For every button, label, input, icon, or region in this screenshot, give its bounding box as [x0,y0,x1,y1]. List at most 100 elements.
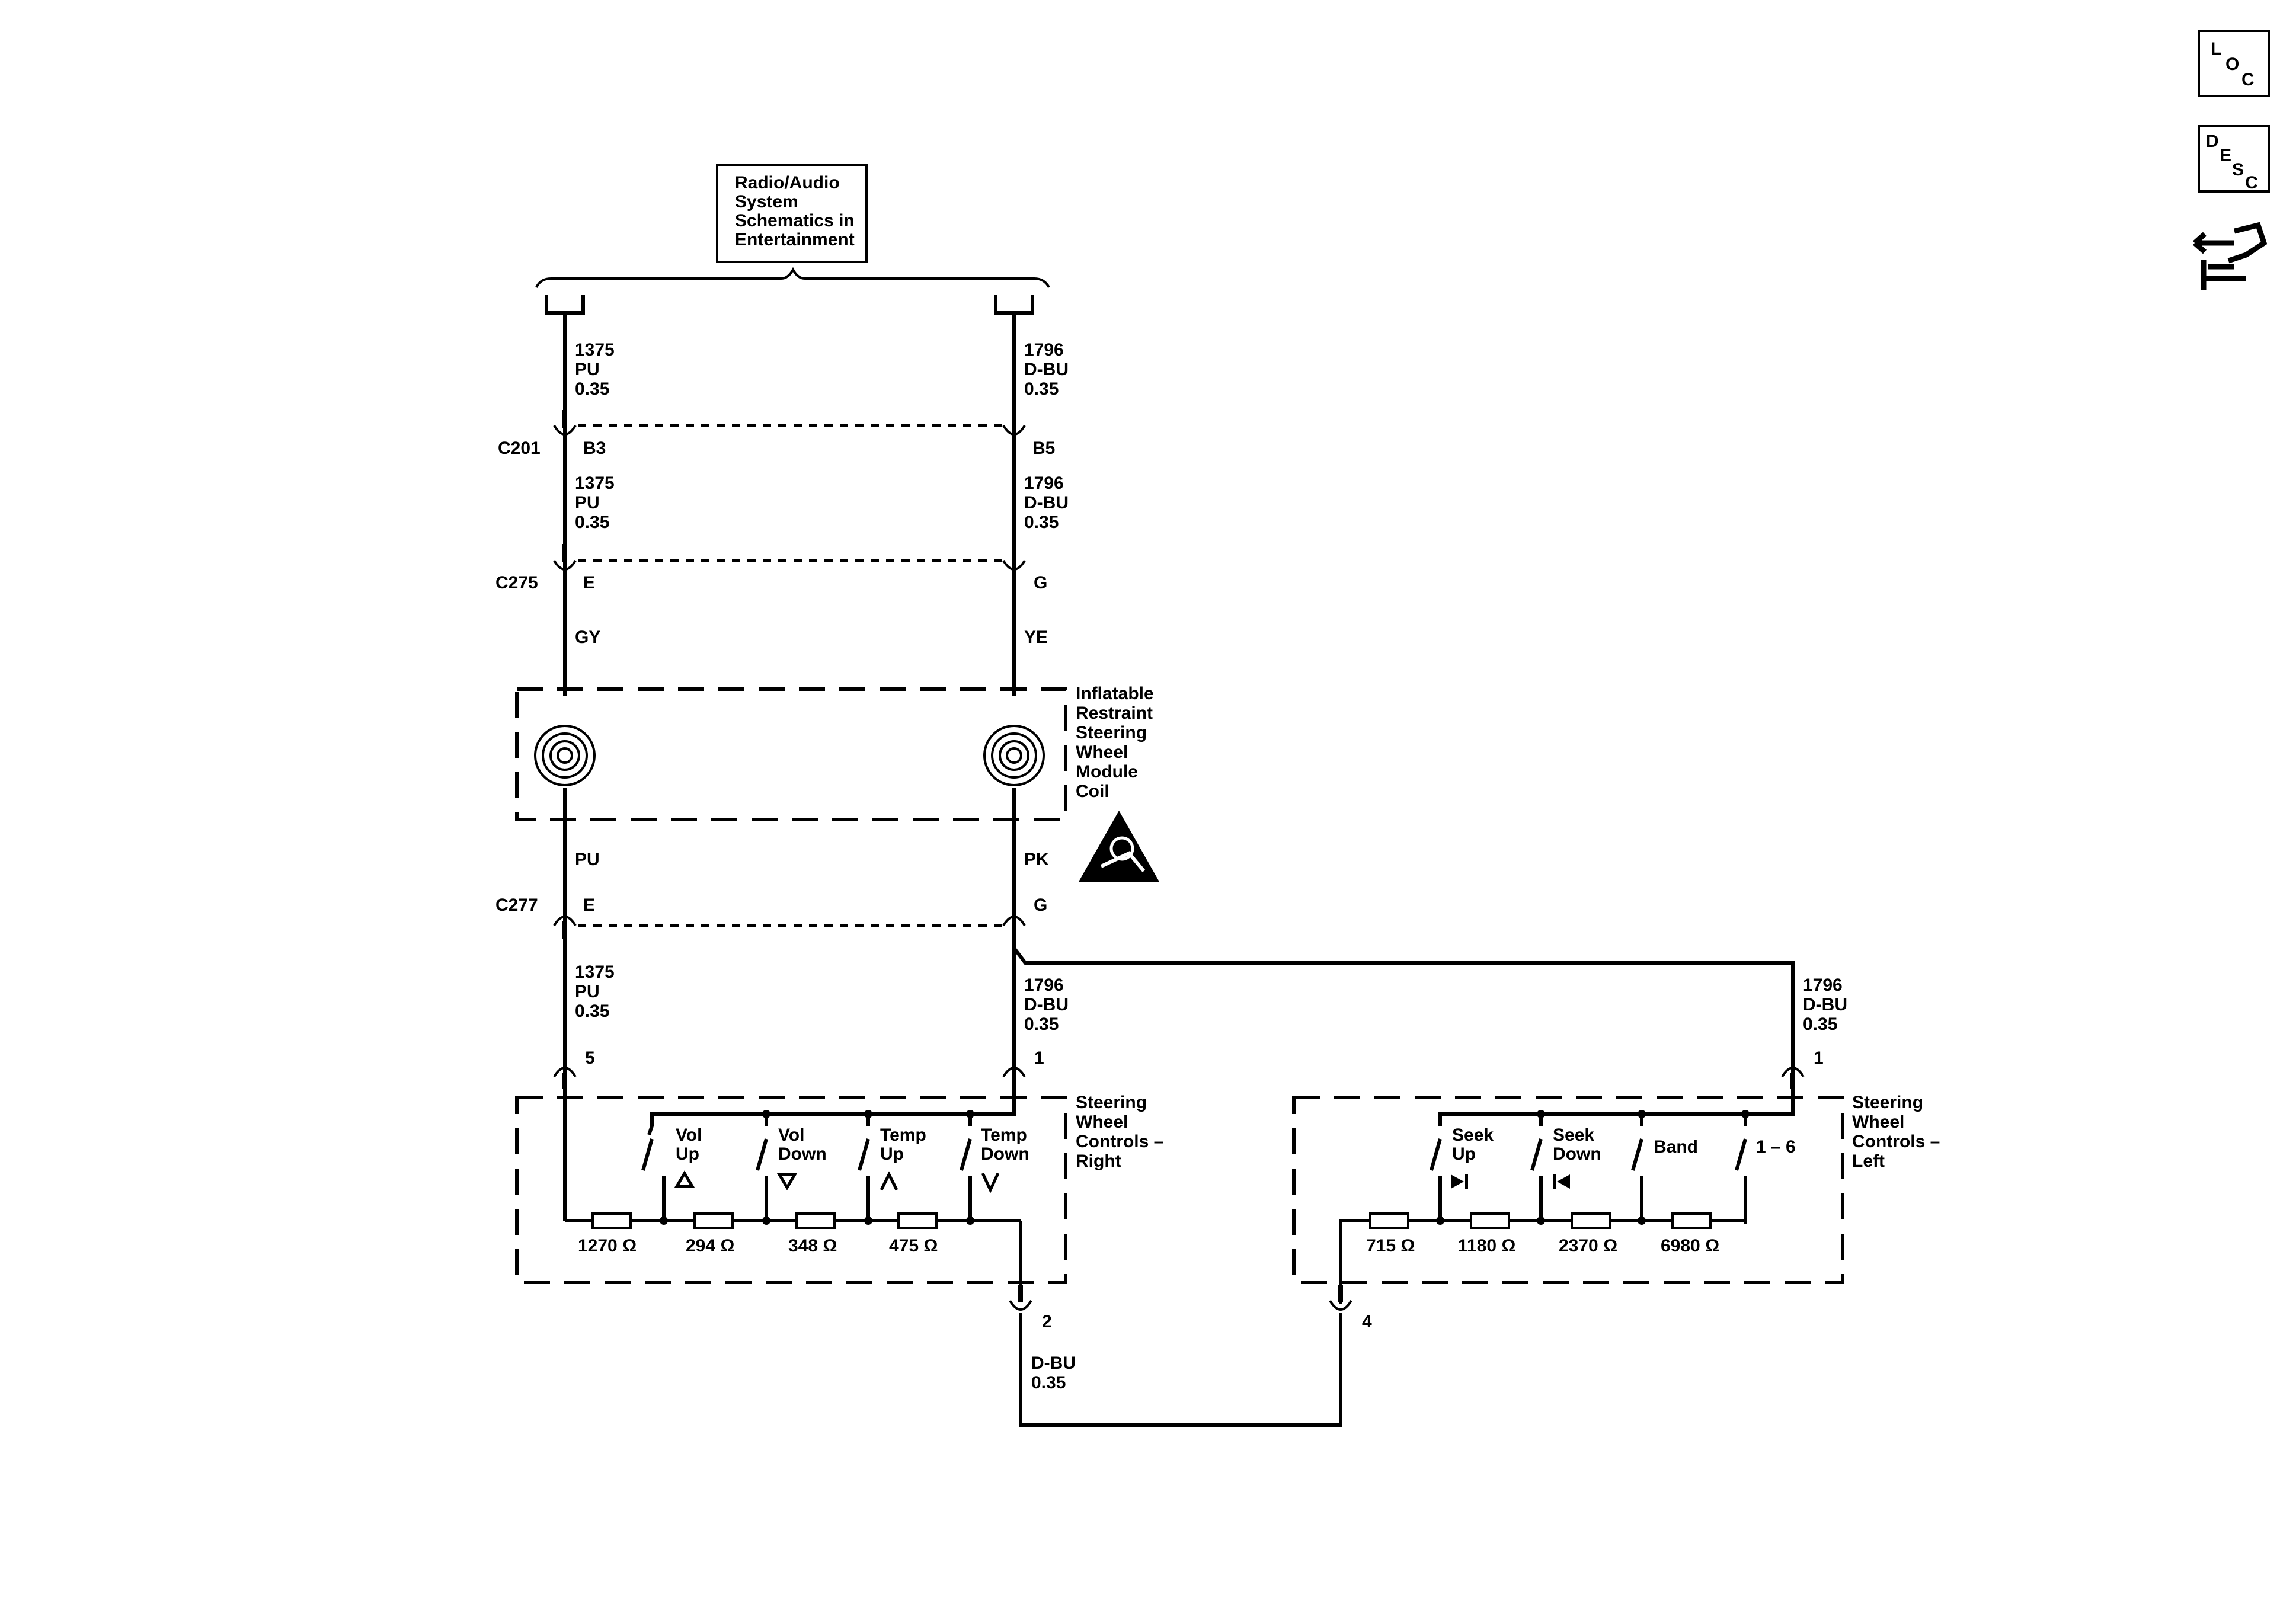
reference-box[interactable]: Radio/Audio System Schematics in Enterta… [716,164,868,263]
right-controls-title: Steering Wheel Controls – Right [1076,1093,1163,1171]
switch-vol-up[interactable]: Vol Up [674,1125,702,1188]
pin-label: 5 [585,1048,595,1068]
chevron-up-icon [880,1171,898,1191]
steering-wheel-controls-left: Steering Wheel Controls – Left [1292,1089,1940,1304]
svg-text:Vol: Vol [778,1125,804,1145]
svg-text:Controls –: Controls – [1076,1132,1163,1151]
resistor-label: 6980 Ω [1661,1236,1719,1256]
connector-c201[interactable]: C201 B3 B5 [498,410,1055,458]
switch-vol-down[interactable]: Vol Down [776,1125,827,1190]
svg-text:Up: Up [880,1144,904,1164]
pin-label: 1 [1814,1048,1824,1068]
switch-seek-down[interactable]: Seek Down [1553,1125,1601,1189]
switch-temp-down[interactable]: Temp Down [981,1125,1029,1193]
right-seg3-label: 1796 D-BU 0.35 [1024,975,1069,1034]
desc-button[interactable]: D E S C [2198,125,2270,193]
loc-letter: O [2225,55,2239,74]
svg-text:Wheel: Wheel [1076,1112,1128,1132]
resistor-label: 1270 Ω [578,1236,637,1256]
svg-text:1796: 1796 [1803,975,1843,995]
svg-text:1796: 1796 [1024,975,1064,995]
svg-text:Band: Band [1654,1137,1698,1157]
svg-text:PU: PU [575,982,600,1001]
chevron-down-icon [981,1172,1000,1193]
pin-label: B5 [1032,438,1055,458]
svg-text:D-BU: D-BU [1024,493,1069,513]
svg-text:1375: 1375 [575,473,615,493]
desc-letter: D [2206,132,2219,151]
svg-text:Controls –: Controls – [1852,1132,1940,1151]
left-color-label: PU [575,850,600,869]
triangle-up-icon [674,1170,695,1188]
resistor-label: 2370 Ω [1559,1236,1617,1256]
switch-presets[interactable]: 1 – 6 [1756,1137,1796,1157]
svg-text:Inflatable: Inflatable [1076,684,1154,703]
switch-temp-up[interactable]: Temp Up [880,1125,926,1191]
switch-band[interactable]: Band [1654,1137,1698,1157]
pin-label: 4 [1362,1312,1372,1331]
signal-return-wire [1019,1313,1342,1427]
svg-text:0.35: 0.35 [575,1001,609,1021]
left-seg3-label: 1375 PU 0.35 [575,962,615,1021]
harness-pin-right [994,295,1034,315]
reference-line: System [735,192,798,212]
pin-label: G [1034,895,1047,915]
coil-module-title: Inflatable Restraint Steering Wheel Modu… [1076,684,1154,801]
svg-text:1 – 6: 1 – 6 [1756,1137,1796,1157]
svg-text:PU: PU [575,360,600,379]
svg-text:Right: Right [1076,1151,1121,1171]
pin-5[interactable]: 5 [553,1048,595,1089]
svg-text:PU: PU [575,493,600,513]
connector-name: C275 [495,573,538,593]
resistor-label: 1180 Ω [1458,1236,1515,1256]
loc-letter: C [2241,70,2255,89]
pin-label: E [583,895,595,915]
loc-button[interactable]: L O C [2198,30,2270,97]
connector-hand-icon[interactable] [2193,222,2268,290]
triangle-down-icon [776,1173,798,1190]
left-seg1-label: 1375 PU 0.35 [575,340,615,399]
resistor-label: 475 Ω [889,1236,938,1256]
svg-text:Coil: Coil [1076,782,1109,801]
svg-text:0.35: 0.35 [1024,379,1059,399]
connector-name: C201 [498,438,541,458]
resistor-label: 715 Ω [1366,1236,1415,1256]
reference-line: Radio/Audio [735,173,840,193]
signal-return-label: D-BU 0.35 [1031,1353,1076,1393]
resistor-label: 348 Ω [788,1236,837,1256]
pin-1[interactable]: 1 [1002,1048,1044,1089]
svg-text:Left: Left [1852,1151,1885,1171]
pin-2[interactable]: 2 [1009,1285,1052,1331]
harness-pin-left [545,295,585,315]
svg-text:0.35: 0.35 [575,513,609,532]
svg-text:Wheel: Wheel [1076,742,1128,762]
svg-text:Temp: Temp [880,1125,926,1145]
svg-text:1796: 1796 [1024,473,1064,493]
svg-text:Seek: Seek [1553,1125,1594,1145]
brace [535,267,1050,289]
svg-text:0.35: 0.35 [1024,513,1059,532]
switch-seek-up[interactable]: Seek Up [1451,1125,1494,1189]
left-clockspring-coil [534,725,596,786]
svg-text:Restraint: Restraint [1076,703,1153,723]
svg-text:Seek: Seek [1452,1125,1494,1145]
connector-c277[interactable]: C277 E G [495,895,1047,939]
connector-c275[interactable]: C275 E G [495,544,1047,593]
pin-1-left[interactable]: 1 [1781,1048,1824,1089]
svg-text:1796: 1796 [1024,340,1064,360]
right-seg1-label: 1796 D-BU 0.35 [1024,340,1069,399]
svg-text:Down: Down [778,1144,827,1164]
svg-text:Temp: Temp [981,1125,1027,1145]
branch-wire [1012,947,1795,1073]
svg-text:Wheel: Wheel [1852,1112,1904,1132]
svg-text:D-BU: D-BU [1803,995,1847,1014]
pin-label: B3 [583,438,606,458]
pin-4[interactable]: 4 [1329,1285,1372,1331]
svg-text:Vol: Vol [676,1125,702,1145]
pin-label: 1 [1034,1048,1044,1068]
svg-text:Up: Up [1452,1144,1476,1164]
svg-text:D-BU: D-BU [1024,360,1069,379]
right-clockspring-coil [983,725,1045,786]
svg-text:Up: Up [676,1144,699,1164]
loc-letter: L [2211,39,2221,59]
